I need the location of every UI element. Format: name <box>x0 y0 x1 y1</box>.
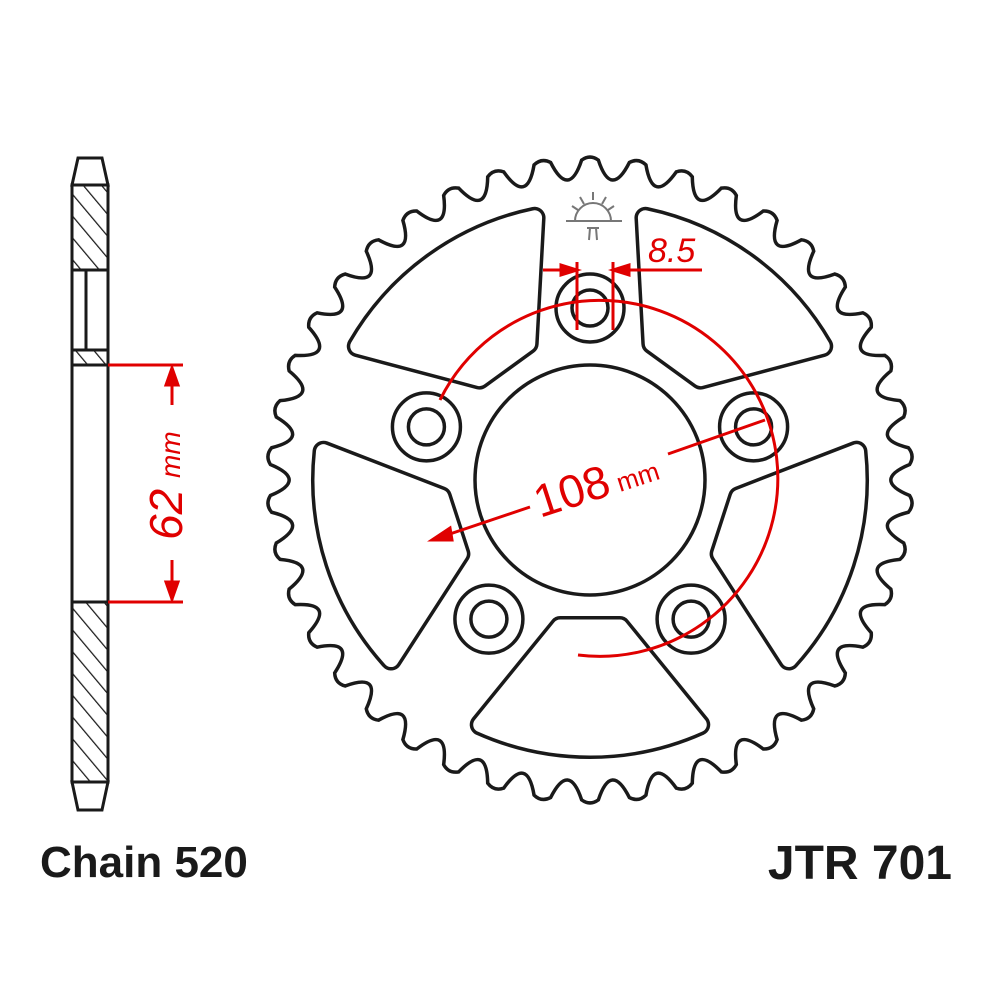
center-bore <box>473 363 707 597</box>
side-bolt-recess <box>70 268 110 352</box>
window <box>314 444 467 668</box>
lightening-windows <box>311 206 869 759</box>
center-bore-unit: mm <box>155 431 186 478</box>
side-view <box>70 156 110 812</box>
pcd-dimension <box>427 298 780 658</box>
side-bore <box>70 363 110 604</box>
chain-label: Chain 520 <box>40 838 248 887</box>
bolt-hole <box>406 407 447 447</box>
bolt-hole <box>469 599 509 639</box>
part-number: JTR 701 <box>767 837 952 890</box>
window <box>713 444 866 668</box>
window <box>637 210 830 387</box>
rising-sun-logo-icon <box>566 192 622 241</box>
side-lower-hatch <box>70 600 110 784</box>
bolt-hole-dimension <box>543 262 702 330</box>
center-bore-dimension <box>108 363 183 604</box>
side-top-tooth <box>70 156 110 187</box>
center-bore-value: 62 <box>140 489 192 540</box>
side-bottom-tooth <box>70 780 110 812</box>
bolt-holes <box>390 272 790 655</box>
bolt-hole-value: 8.5 <box>648 232 695 270</box>
window <box>473 619 707 756</box>
